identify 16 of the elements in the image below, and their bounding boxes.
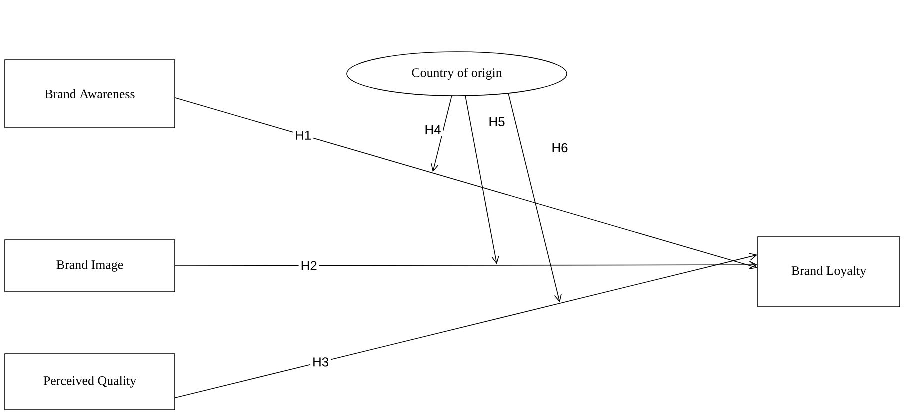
- edge-label: H6: [552, 143, 568, 153]
- edge-label: H3: [314, 358, 329, 367]
- edge-label: H5: [490, 118, 505, 127]
- construct-box: Brand Awareness: [4, 60, 176, 128]
- arrow: [175, 253, 758, 398]
- construct-box: Brand Image: [4, 240, 176, 292]
- edge-label: H2: [302, 261, 317, 270]
- construct-box: Brand Loyalty: [758, 236, 900, 308]
- construct-box: Perceived Quality: [4, 354, 176, 410]
- edge-label: H1: [296, 130, 311, 140]
- moderating-arrow: [465, 96, 500, 264]
- arrow: [175, 261, 758, 269]
- edge-label: H4: [426, 126, 441, 134]
- moderating-arrow: [431, 96, 452, 172]
- moderating-arrow: [508, 93, 562, 303]
- arrow: [175, 98, 758, 270]
